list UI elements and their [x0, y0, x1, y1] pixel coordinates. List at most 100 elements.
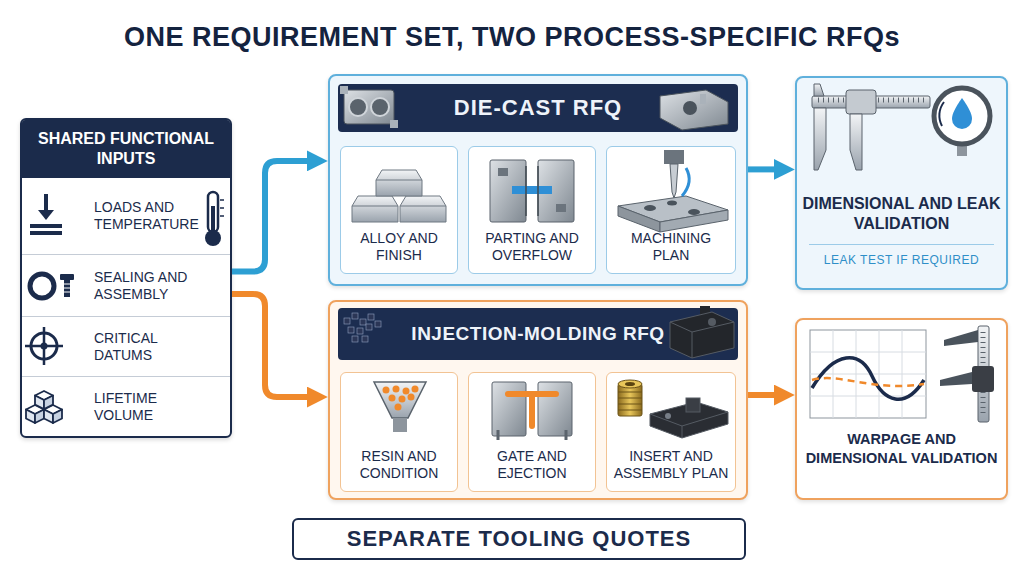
input-row: LOADS AND TEMPERATURE: [22, 178, 230, 254]
threaded-insert-illustration-part: [618, 392, 642, 410]
mold-halves-illustration-part: [490, 160, 526, 222]
rfq-item-box: ALLOY AND FINISH: [340, 146, 458, 274]
input-label: LOADS AND TEMPERATURE: [94, 199, 216, 233]
bolt-icon-part: [60, 274, 74, 280]
connector-arrow: [232, 161, 311, 272]
input-row: SEALING AND ASSEMBLY: [22, 254, 230, 316]
input-row: CRITICAL DATUMS: [22, 316, 230, 376]
caliper-illustration-part: [940, 372, 972, 386]
input-panel: SHARED FUNCTIONAL INPUTS LOADS AND TEMPER…: [20, 118, 232, 438]
ingot-stack-illustration-part: [352, 180, 446, 206]
pressure-gauge-illustration: [934, 88, 990, 156]
cubes-icon: [26, 391, 62, 423]
caliper-illustration-part: [944, 330, 978, 346]
ingot-stack-illustration-part: [376, 170, 422, 196]
datum-target-icon-part: [25, 327, 63, 365]
machining-illustration: [618, 150, 728, 232]
input-label: LIFETIME VOLUME: [94, 390, 216, 424]
warpage-chart-illustration-part: [812, 378, 924, 386]
die-cast-block-illustration-part: [349, 98, 367, 116]
threaded-insert-illustration-part: [625, 382, 635, 386]
resin-pellets-illustration-part: [360, 319, 366, 325]
machining-illustration-part: [618, 196, 728, 222]
warpage-chart-illustration: [810, 330, 926, 418]
panel-heading: INJECTION-MOLDING RFQ: [338, 308, 738, 360]
mold-halves-illustration-part: [556, 204, 566, 212]
gate-mold-illustration-part: [508, 394, 556, 426]
pressure-gauge-illustration-part: [934, 88, 990, 144]
resin-pellets-illustration-part: [344, 318, 350, 324]
panel-heading: SHARED FUNCTIONAL INPUTS: [22, 120, 230, 178]
caliper-illustration-part: [978, 326, 989, 422]
pressure-gauge-illustration-part: [957, 142, 967, 156]
item-label: RESIN AND CONDITION: [345, 448, 453, 482]
hopper-illustration-part: [383, 387, 390, 394]
resin-pellets-illustration-part: [368, 314, 374, 320]
molded-part-illustration-part: [686, 398, 700, 412]
thermometer-icon-part: [220, 200, 224, 216]
cubes-icon-part: [26, 410, 35, 424]
machining-illustration-part: [667, 201, 677, 206]
gate-mold-illustration-part: [498, 430, 566, 440]
warpage-chart-illustration-part: [810, 330, 926, 418]
machining-illustration-part: [682, 168, 689, 196]
machining-illustration-part: [618, 206, 660, 232]
cubes-icon-part: [44, 410, 53, 424]
item-label: GATE AND EJECTION: [478, 448, 586, 482]
cubes-icon-part: [53, 410, 62, 424]
molded-housing-illustration: [670, 306, 734, 358]
connector-arrow: [748, 392, 778, 398]
warpage-chart-illustration-part: [810, 330, 926, 418]
molded-housing-illustration-part: [700, 306, 710, 316]
mold-halves-illustration-part: [498, 168, 508, 176]
caliper-illustration-part: [814, 108, 826, 170]
die-cast-block-illustration-part: [371, 98, 389, 116]
input-row: LIFETIME VOLUME: [22, 376, 230, 436]
ingot-stack-illustration-part: [352, 196, 398, 222]
threaded-insert-illustration: [618, 380, 642, 416]
rfq-item-box: MACHINING PLAN: [606, 146, 736, 274]
item-label: PARTING AND OVERFLOW: [478, 230, 586, 264]
hopper-illustration-part: [408, 394, 415, 401]
die-cast-part-illustration-part: [700, 94, 706, 104]
resin-pellets-illustration-part: [375, 321, 381, 327]
validation-box: WARPAGE AND DIMENSIONAL VALIDATION: [795, 318, 1008, 500]
die-cast-part-illustration-part: [660, 90, 728, 130]
summary-box: SEPARATE TOOLING QUOTES: [292, 518, 746, 560]
rfq-item-box: GATE AND EJECTION: [468, 372, 596, 492]
gate-mold-illustration-part: [538, 382, 572, 436]
molded-part-illustration-part: [665, 413, 671, 419]
datum-target-icon: [25, 327, 63, 365]
caliper-illustration: [940, 326, 994, 422]
threaded-insert-illustration-part: [618, 380, 642, 388]
gate-mold-illustration-part: [492, 382, 526, 436]
molded-housing-illustration-part: [670, 312, 734, 358]
panel-heading: DIE-CAST RFQ: [338, 84, 738, 132]
mold-halves-illustration-part: [526, 166, 538, 216]
bolt-icon-part: [64, 280, 70, 297]
mold-halves-illustration-part: [512, 186, 552, 194]
load-icon-part: [44, 194, 48, 212]
load-icon-part: [30, 224, 62, 228]
item-label: MACHINING PLAN: [617, 230, 725, 264]
molded-housing-illustration-part: [670, 322, 734, 358]
cubes-icon-part: [44, 396, 53, 410]
connector-arrow: [232, 294, 311, 397]
caliper-illustration-part: [850, 114, 862, 170]
ingot-stack-illustration-part: [400, 196, 446, 222]
validation-heading: DIMENSIONAL AND LEAK VALIDATION: [801, 194, 1002, 234]
cubes-icon-part: [44, 405, 62, 414]
resin-pellets-illustration-part: [352, 313, 358, 319]
thermometer-icon: [205, 192, 224, 246]
caliper-illustration-part: [818, 98, 924, 103]
thermometer-icon-part: [211, 206, 215, 236]
thermometer-icon-part: [205, 230, 221, 246]
hopper-illustration-part: [403, 388, 410, 395]
datum-target-icon-part: [31, 333, 57, 359]
item-label: ALLOY AND FINISH: [345, 230, 453, 264]
bolt-icon: [60, 274, 74, 297]
rfq-panel: DIE-CAST RFQ ALLOY AND FINISH PARTING AND …: [328, 74, 748, 286]
resin-pellets-illustration-part: [352, 336, 358, 342]
pressure-gauge-illustration-part: [939, 102, 944, 126]
rfq-item-box: RESIN AND CONDITION: [340, 372, 458, 492]
